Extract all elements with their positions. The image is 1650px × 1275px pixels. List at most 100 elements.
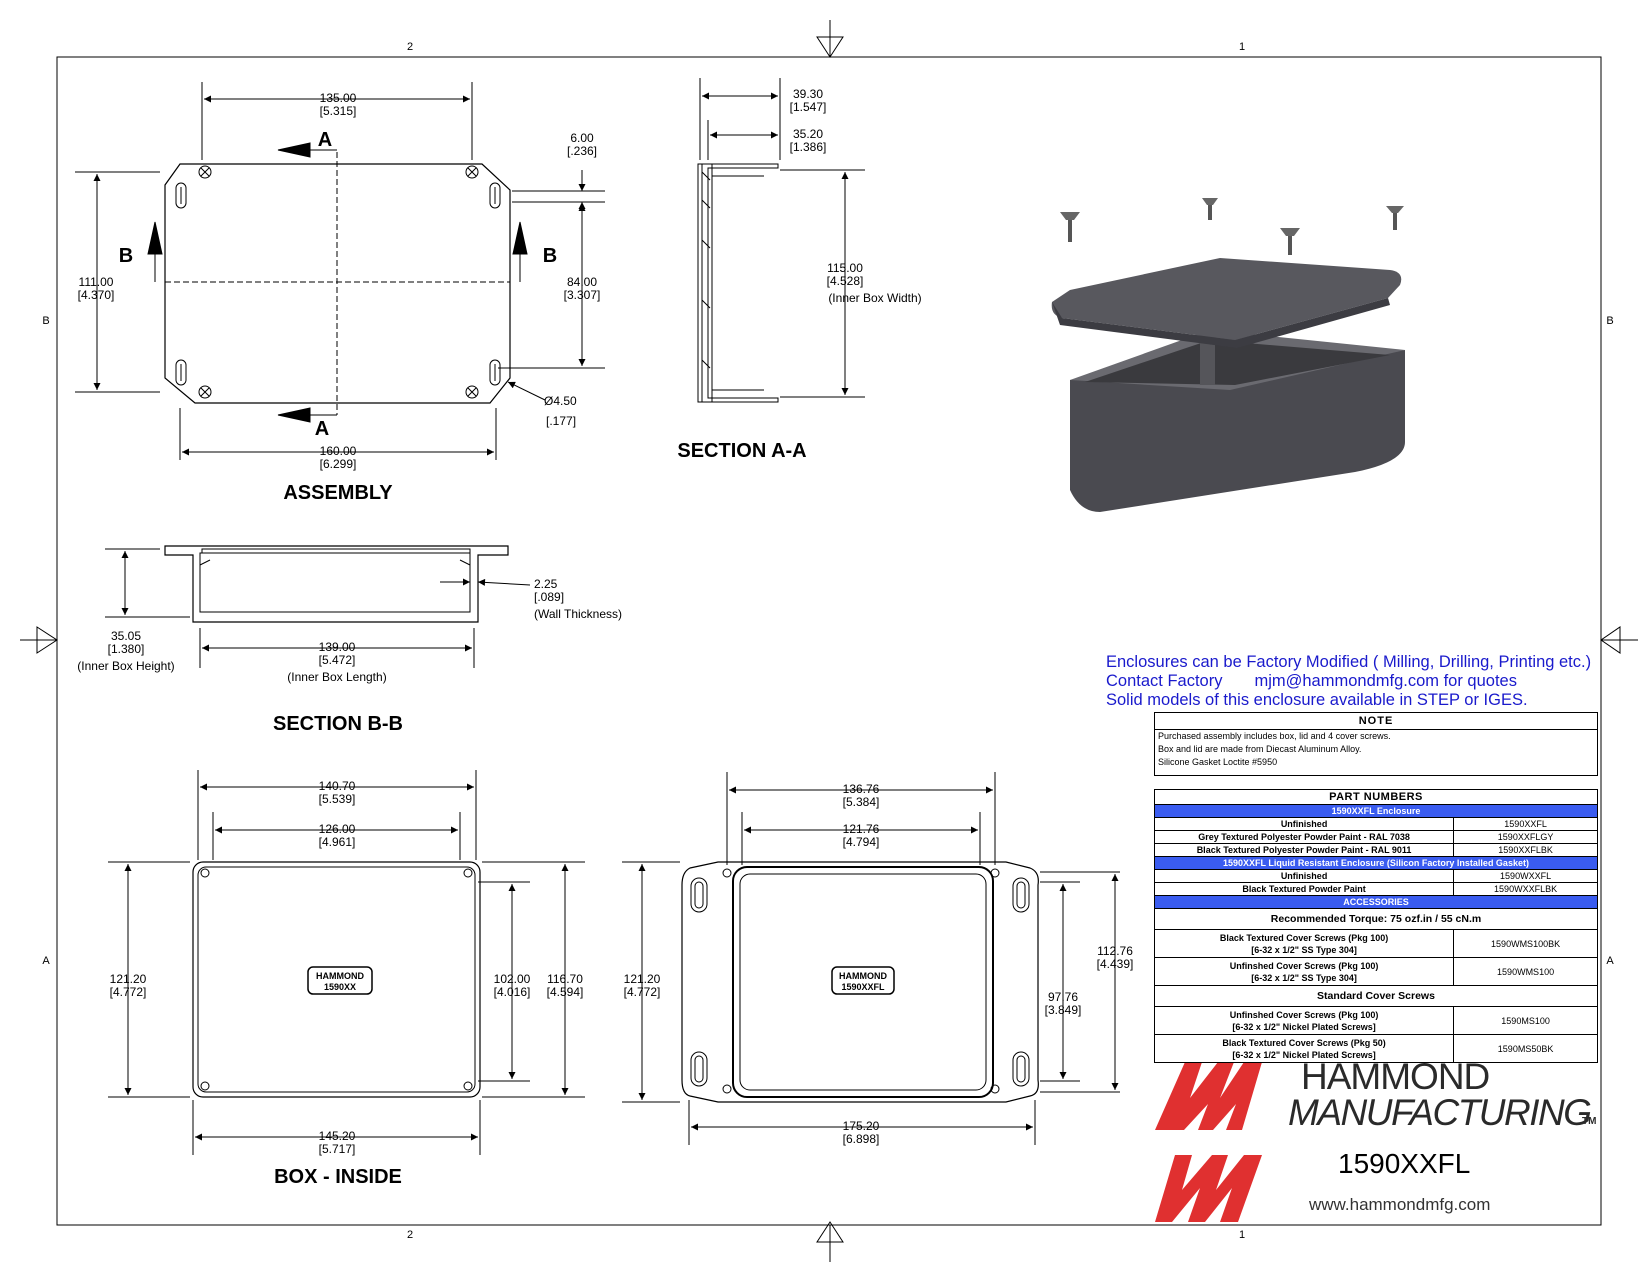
table-row: Grey Textured Polyester Powder Paint - R… xyxy=(1153,830,1598,844)
dim-in-outer-w: 140.70 xyxy=(319,779,356,793)
section-bb-labels: 35.05 [1.380] (Inner Box Height) 139.00 … xyxy=(77,577,622,735)
note-header: NOTE xyxy=(1155,713,1597,730)
website-link[interactable]: www.hammondmfg.com xyxy=(1309,1195,1491,1214)
part-numbers-header: PART NUMBERS xyxy=(1154,789,1598,805)
dim-top-length-in: [5.315] xyxy=(320,104,357,118)
dim-out-inner-w-in: [4.794] xyxy=(843,835,880,849)
dim-height: 111.00 xyxy=(79,275,114,289)
section-b-label-right: B xyxy=(543,245,557,267)
std-screw-pn-2: 1590MS50BK xyxy=(1453,1034,1598,1063)
dim-out-top-w: 136.76 xyxy=(843,782,880,796)
liquid-pn-2: 1590WXXFLBK xyxy=(1453,882,1598,896)
dim-in-bottom-w-in: [5.717] xyxy=(319,1142,356,1156)
dim-in-height: 121.20 xyxy=(110,972,147,986)
grid-label-top-right: 1 xyxy=(1239,41,1245,53)
enclosure-3d-render xyxy=(1051,198,1405,512)
std-screw-desc-2b: [6-32 x 1/2" Nickel Plated Screws] xyxy=(1232,1049,1376,1060)
section-aa-title: SECTION A-A xyxy=(677,440,806,462)
grid-label-right-upper: B xyxy=(1606,315,1613,327)
dim-out-top-w-in: [5.384] xyxy=(843,795,880,809)
dim-bb-height-in: [1.380] xyxy=(108,642,145,656)
table-row: Black Textured Polyester Powder Paint - … xyxy=(1153,843,1598,857)
dim-bottom-length: 160.00 xyxy=(320,444,357,458)
grid-label-right-lower: A xyxy=(1606,955,1614,967)
note-line-2: Box and lid are made from Diecast Alumin… xyxy=(1158,744,1362,754)
section-b-label-left: B xyxy=(119,245,133,267)
assembly-view xyxy=(75,82,605,460)
dim-in-mid-h: 102.00 xyxy=(494,972,531,986)
hammond-logo-icon xyxy=(1155,1062,1262,1222)
factory-note-line3: Solid models of this enclosure available… xyxy=(1106,691,1528,709)
liquid-desc-2: Black Textured Powder Paint xyxy=(1153,882,1455,896)
dim-in-outer-h: 116.70 xyxy=(547,972,583,986)
note-line-3: Silicone Gasket Loctite #5950 xyxy=(1158,757,1278,767)
dim-out-bottom-w: 175.20 xyxy=(843,1119,880,1133)
section-a-label-bottom: A xyxy=(315,418,329,440)
company-name-line2: MANUFACTURING xyxy=(1288,1092,1592,1133)
box-inside-view xyxy=(108,770,585,1155)
badge-outside-line2: 1590XXFL xyxy=(841,982,885,992)
center-marks xyxy=(20,20,1638,1262)
assembly-title: ASSEMBLY xyxy=(283,482,393,504)
dim-out-height-in: [4.772] xyxy=(624,985,661,999)
box-inside-labels: HAMMOND 1590XX 140.70 [5.539] 126.00 [4.… xyxy=(110,779,584,1188)
trademark-mark: TM xyxy=(1582,1116,1597,1127)
model-number: 1590XXFL xyxy=(1338,1148,1471,1179)
section-a-label-top: A xyxy=(318,129,332,151)
contact-email-link[interactable]: mjm@hammondmfg.com for quotes xyxy=(1254,672,1517,690)
grid-label-left-lower: A xyxy=(42,955,50,967)
ss-screw-pn-1: 1590WMS100BK xyxy=(1453,929,1598,958)
enclosure-pn-1: 1590XXFL xyxy=(1453,817,1598,831)
grid-label-top-left: 2 xyxy=(407,41,413,53)
note-box: NOTE Purchased assembly includes box, li… xyxy=(1154,712,1598,776)
dim-in-outer-h-in: [4.594] xyxy=(547,985,584,999)
enclosure-desc-1: Unfinished xyxy=(1153,817,1455,831)
dim-small-in: [.236] xyxy=(567,144,597,158)
dim-aa-width: 115.00 xyxy=(827,261,863,275)
dim-aa-inner-in: [1.386] xyxy=(790,140,827,154)
ss-screw-pn-2: 1590WMS100 xyxy=(1453,957,1598,986)
grid-label-bottom-right: 1 xyxy=(1239,1229,1245,1241)
dim-bb-wall-in: [.089] xyxy=(534,590,564,604)
std-screw-desc-2a: Black Textured Cover Screws (Pkg 50) xyxy=(1222,1037,1386,1048)
dim-in-outer-w-in: [5.539] xyxy=(319,792,356,806)
dim-bb-length: 139.00 xyxy=(319,640,356,654)
dim-mid-height: 84.00 xyxy=(567,275,597,289)
assembly-labels: A A B B 135.00 [5.315] 111.00 [4.370] 6.… xyxy=(78,91,601,504)
dim-bb-length-in: [5.472] xyxy=(319,653,356,667)
table-row: Unfinshed Cover Screws (Pkg 100)[6-32 x … xyxy=(1153,957,1598,986)
liquid-pn-1: 1590WXXFL xyxy=(1453,869,1598,883)
badge-outside-line1: HAMMOND xyxy=(839,971,887,981)
grid-label-left-upper: B xyxy=(42,315,49,327)
dim-out-bottom-w-in: [6.898] xyxy=(843,1132,880,1146)
factory-note-line1: Enclosures can be Factory Modified ( Mil… xyxy=(1106,653,1592,671)
ss-screw-desc-2a: Unfinshed Cover Screws (Pkg 100) xyxy=(1229,960,1379,971)
dim-bb-length-note: (Inner Box Length) xyxy=(287,670,386,684)
std-screw-desc-1a: Unfinshed Cover Screws (Pkg 100) xyxy=(1229,1009,1379,1020)
dim-mid-height-in: [3.307] xyxy=(564,288,601,302)
enclosure-header: 1590XXFL Enclosure xyxy=(1154,804,1598,818)
dim-aa-outer-in: [1.547] xyxy=(790,100,827,114)
enclosure-pn-3: 1590XXFLBK xyxy=(1453,843,1598,857)
dim-out-inner-w: 121.76 xyxy=(843,822,880,836)
dim-hole: Ø4.50 xyxy=(544,394,577,408)
drawing-border xyxy=(56,56,1602,1226)
section-bb-title: SECTION B-B xyxy=(273,713,403,735)
dim-bb-wall: 2.25 xyxy=(534,577,558,591)
liquid-desc-1: Unfinished xyxy=(1153,869,1455,883)
enclosure-pn-2: 1590XXFLGY xyxy=(1453,830,1598,844)
dim-out-mid-h: 97.76 xyxy=(1048,990,1078,1004)
std-screw-pn-1: 1590MS100 xyxy=(1453,1006,1598,1035)
dim-in-inner-w-in: [4.961] xyxy=(319,835,356,849)
dim-top-length: 135.00 xyxy=(320,91,357,105)
ss-screw-desc-2b: [6-32 x 1/2" SS Type 304] xyxy=(1251,972,1357,983)
dim-small: 6.00 xyxy=(570,131,594,145)
dim-bb-wall-note: (Wall Thickness) xyxy=(534,607,622,621)
enclosure-desc-2: Grey Textured Polyester Powder Paint - R… xyxy=(1153,830,1455,844)
grid-label-bottom-left: 2 xyxy=(407,1229,413,1241)
dim-in-bottom-w: 145.20 xyxy=(319,1129,356,1143)
